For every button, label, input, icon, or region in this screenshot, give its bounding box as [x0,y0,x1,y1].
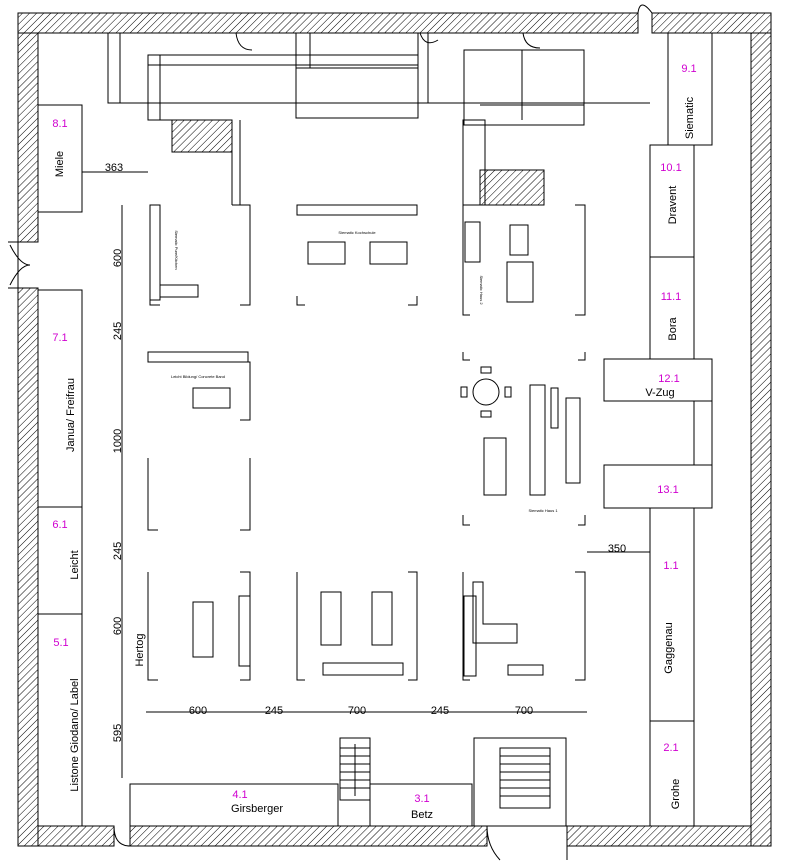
booth-4-1-name: Girsberger [231,803,283,815]
doors [8,4,653,861]
booth-11-1-name: Bora [667,317,679,341]
booth-7-1-number: 7.1 [52,332,67,344]
dimension-lines [82,171,650,778]
dim-v1000: 1000 [112,429,124,453]
kitchen-hertog: Hertog [134,633,146,666]
dim-h245b: 245 [431,705,449,717]
booth-12-1-number: 12.1 [658,373,679,385]
dim-v245a: 245 [112,322,124,340]
booth-3-1-number: 3.1 [414,793,429,805]
dim-v595: 595 [112,724,124,742]
kitchen-siematic-ausstellung: Siematic Pure/Kitchen [174,230,179,269]
booth-2-1-name: Grohe [670,779,682,810]
dim-363: 363 [105,162,123,174]
booth-5-1-number: 5.1 [53,637,68,649]
exterior-walls [17,12,772,847]
booth-6-1-number: 6.1 [52,519,67,531]
booth-5-1-name: Listone Giodano/ Label [69,678,81,791]
kitchen-siematic-haus-1: Siematic Haus 1 [528,508,558,513]
dim-v600b: 600 [112,617,124,635]
booth-4-1-number: 4.1 [232,789,247,801]
kitchen-siematic-haus-2: Siematic Haus 2 [479,275,484,305]
kitchen-layouts [147,204,586,681]
booth-6-1-name: Leicht [69,550,81,579]
stairs [339,737,567,827]
dim-h700b: 700 [515,705,533,717]
dim-350: 350 [608,543,626,555]
booth-3-1-name: Betz [411,809,433,821]
booth-7-1-name: Janua/ Freifrau [65,378,77,452]
kitchen-siematic-kochschule: Siematic Kochschule [338,230,376,235]
dim-h245a: 245 [265,705,283,717]
dim-v600a: 600 [112,249,124,267]
dim-v245b: 245 [112,542,124,560]
dim-h600: 600 [189,705,207,717]
booth-8-1-number: 8.1 [52,118,67,130]
kitchen-leicht: Leicht Bildung/ Concrete Band [171,374,225,379]
booth-11-1-number: 11.1 [661,291,682,303]
dim-h700a: 700 [348,705,366,717]
booth-8-1-name: Miele [54,151,66,177]
booth-1-1-name: Gaggenau [663,622,675,673]
booth-9-1-number: 9.1 [681,63,696,75]
booth-13-1-number: 13.1 [657,484,678,496]
labels: 9.1 Siematic 8.1 Miele 10.1 Dravent 11.1… [52,63,696,821]
booth-9-1-name: Siematic [684,96,696,139]
booth-12-1-name: V-Zug [645,387,674,399]
booth-10-1-number: 10.1 [660,162,681,174]
booth-boxes [37,32,713,827]
inner-walls [107,32,650,206]
booth-1-1-number: 1.1 [663,560,678,572]
booth-10-1-name: Dravent [667,186,679,225]
booth-2-1-number: 2.1 [663,742,678,754]
